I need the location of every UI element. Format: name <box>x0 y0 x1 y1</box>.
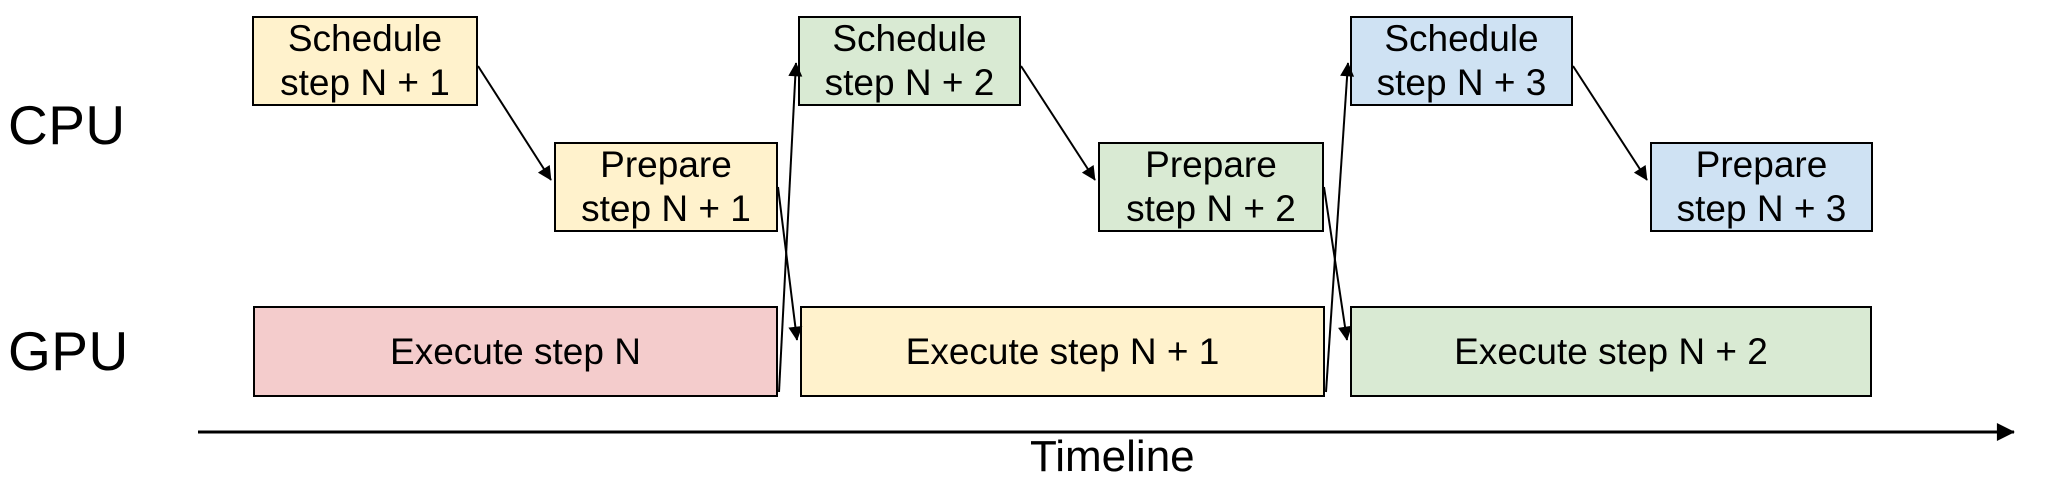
task-box-execute-step-n2: Execute step N + 2 <box>1350 306 1872 397</box>
task-label-line2: step N + 2 <box>1126 188 1296 229</box>
task-label: Execute step N <box>390 330 641 372</box>
task-box-execute-step-n1: Execute step N + 1 <box>800 306 1325 397</box>
arrow-execute-n1-to-schedule-n3 <box>1325 62 1355 393</box>
task-box-execute-step-n: Execute step N <box>253 306 778 397</box>
arrow-prepare-n1-to-execute-n1 <box>777 186 803 341</box>
task-label-line2: step N + 3 <box>1676 188 1847 229</box>
arrow-schedule-n3-to-prepare-n3 <box>1572 65 1648 181</box>
arrow-schedule-n2-to-prepare-n2 <box>1020 65 1096 181</box>
task-label-line1: Prepare <box>1145 144 1277 185</box>
task-label-line2: step N + 1 <box>581 188 751 229</box>
task-box-prepare-step-n2: Prepare step N + 2 <box>1098 142 1324 232</box>
task-label-line1: Schedule <box>287 18 443 59</box>
task-box-schedule-step-n3: Schedule step N + 3 <box>1350 16 1573 106</box>
task-label-line1: Prepare <box>1695 144 1828 185</box>
arrow-schedule-n1-to-prepare-n1 <box>477 65 552 181</box>
task-label-line2: step N + 1 <box>280 62 450 103</box>
task-label-line1: Prepare <box>600 144 732 185</box>
task-box-prepare-step-n3: Prepare step N + 3 <box>1650 142 1873 232</box>
task-label-line1: Schedule <box>1384 18 1539 59</box>
task-box-prepare-step-n1: Prepare step N + 1 <box>554 142 778 232</box>
task-label: Execute step N + 2 <box>1454 330 1768 372</box>
arrow-execute-n-to-schedule-n2 <box>778 62 803 393</box>
task-label-line2: step N + 2 <box>824 62 995 103</box>
gpu-row-label: GPU <box>8 320 129 382</box>
cpu-row-label: CPU <box>8 94 126 156</box>
task-label-line2: step N + 3 <box>1376 62 1547 103</box>
timeline-label: Timeline <box>1030 432 1195 481</box>
task-label: Execute step N + 1 <box>905 330 1220 372</box>
arrow-prepare-n2-to-execute-n2 <box>1323 186 1352 341</box>
task-label-line1: Schedule <box>832 18 987 59</box>
task-box-schedule-step-n2: Schedule step N + 2 <box>798 16 1021 106</box>
task-box-schedule-step-n1: Schedule step N + 1 <box>252 16 478 106</box>
